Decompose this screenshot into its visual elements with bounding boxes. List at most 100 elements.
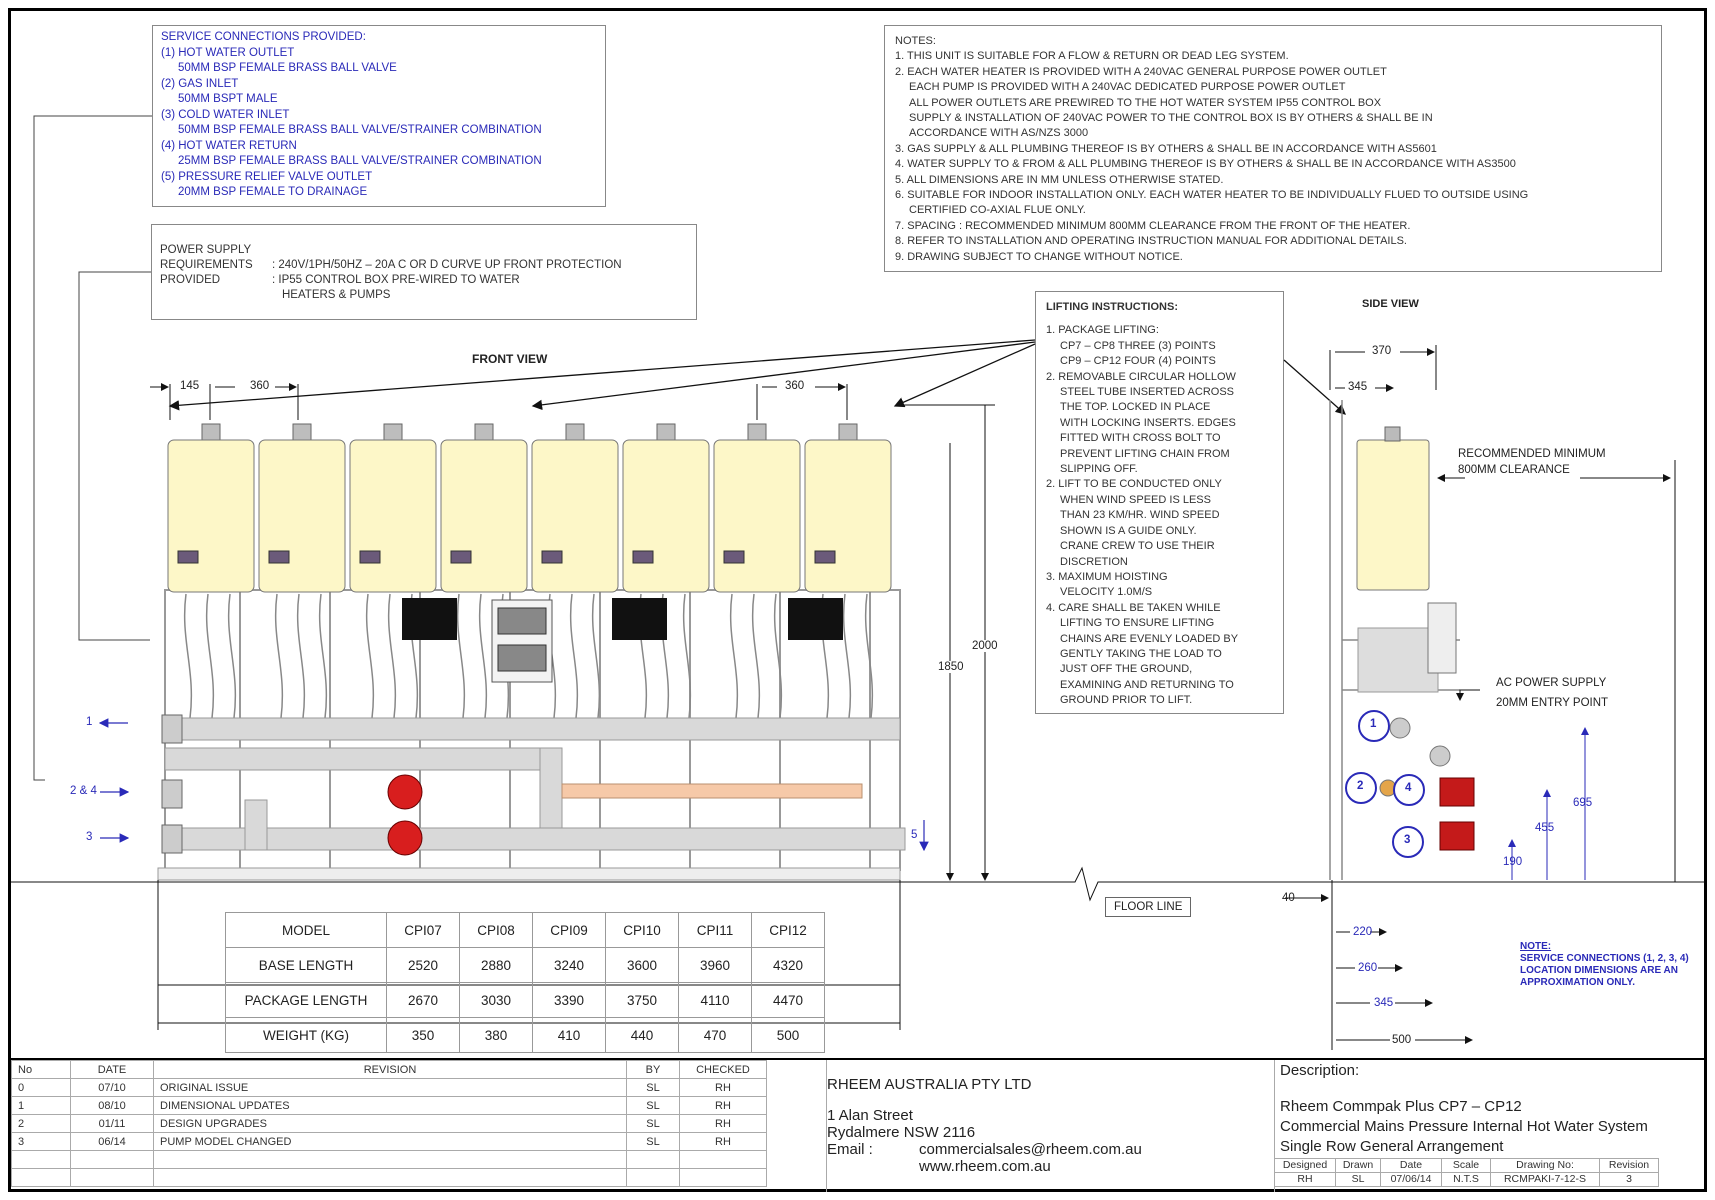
heater-display-panel <box>723 550 745 564</box>
connection-3-label: 3 <box>86 831 93 843</box>
dim-40-label: 40 <box>1282 892 1295 904</box>
revision-cell: ORIGINAL ISSUE <box>153 1078 627 1097</box>
side-note-line: APPROXIMATION ONLY. <box>1520 977 1636 988</box>
heater-connection-pipe <box>682 593 692 719</box>
revision-cell: 01/11 <box>70 1114 154 1133</box>
side-connection-4-label: 4 <box>1405 782 1412 794</box>
meta-cell: SL <box>1335 1172 1381 1187</box>
note-line: 3. GAS SUPPLY & ALL PLUMBING THEREOF IS … <box>895 142 1437 155</box>
revision-header-row: No DATE REVISION BY CHECKED <box>11 1060 767 1079</box>
table-row: PACKAGE LENGTH 2670 3030 3390 3750 4110 … <box>225 982 825 1018</box>
note-line: 2. EACH WATER HEATER IS PROVIDED WITH A … <box>895 65 1387 78</box>
service-item-detail: 50MM BSP FEMALE BRASS BALL VALVE <box>178 62 397 74</box>
power-supply-title: POWER SUPPLY <box>160 244 252 256</box>
lifting-line: GENTLY TAKING THE LOAD TO <box>1060 647 1222 660</box>
pumps <box>387 774 423 856</box>
spec-cell: 470 <box>678 1017 752 1053</box>
lifting-line: JUST OFF THE GROUND, <box>1060 663 1193 676</box>
revision-cell: SL <box>626 1096 680 1115</box>
ac-power-label-2: 20MM ENTRY POINT <box>1496 697 1609 709</box>
lifting-line: CRANE CREW TO USE THEIR <box>1060 540 1215 553</box>
spec-header-cell: MODEL <box>225 912 387 948</box>
spec-cell: 440 <box>605 1017 679 1053</box>
company-name: RHEEM AUSTRALIA PTY LTD <box>827 1076 1032 1093</box>
model-spec-table: MODEL CPI07 CPI08 CPI09 CPI10 CPI11 CPI1… <box>225 912 825 1053</box>
leader-lines <box>33 115 152 781</box>
power-req-value: : 240V/1PH/50HZ – 20A C OR D CURVE UP FR… <box>272 259 622 271</box>
spec-cell: 500 <box>751 1017 825 1053</box>
heater-flue <box>292 423 312 441</box>
note-line: ACCORDANCE WITH AS/NZS 3000 <box>909 127 1089 140</box>
meta-header-cell: Drawn <box>1335 1158 1381 1173</box>
revision-header-cell: No <box>11 1060 71 1079</box>
heater-flue <box>474 423 494 441</box>
meta-cell: RH <box>1274 1172 1336 1187</box>
side-note: NOTE: SERVICE CONNECTIONS (1, 2, 3, 4) L… <box>1520 941 1689 989</box>
spec-cell: 3240 <box>532 947 606 983</box>
control-box-black <box>612 598 667 640</box>
lifting-line: VELOCITY 1.0M/S <box>1060 586 1153 599</box>
revision-header-cell: REVISION <box>153 1060 627 1079</box>
lifting-leader-lines <box>168 339 1346 415</box>
note-line: 4. WATER SUPPLY TO & FROM & ALL PLUMBING… <box>895 158 1516 171</box>
heater-connection-pipe <box>296 593 306 719</box>
revision-cell: 08/10 <box>70 1096 154 1115</box>
revision-cell: SL <box>626 1114 680 1133</box>
heater-flue <box>747 423 767 441</box>
lifting-line: LIFTING TO ENSURE LIFTING <box>1060 617 1215 630</box>
revision-cell: RH <box>679 1096 767 1115</box>
side-connection-1-label: 1 <box>1370 718 1377 730</box>
spec-cell: 4470 <box>751 982 825 1018</box>
spec-header-cell: CPI07 <box>386 912 460 948</box>
pipework <box>164 717 906 851</box>
spec-cell: 3960 <box>678 947 752 983</box>
side-pump <box>1439 777 1475 807</box>
note-line: 7. SPACING : RECOMMENDED MINIMUM 800MM C… <box>895 219 1411 232</box>
side-frame-panel <box>1357 627 1439 693</box>
water-heater <box>531 439 619 593</box>
heater-connection-pipe <box>318 593 328 719</box>
lifting-line: DISCRETION <box>1060 555 1128 568</box>
note-line: 1. THIS UNIT IS SUITABLE FOR A FLOW & RE… <box>895 50 1289 63</box>
dim-345b-label: 345 <box>1374 997 1394 1009</box>
note-line: ALL POWER OUTLETS ARE PREWIRED TO THE HO… <box>909 96 1382 109</box>
spec-cell: 2880 <box>459 947 533 983</box>
heater-connection-pipe <box>729 593 739 719</box>
note-line: 5. ALL DIMENSIONS ARE IN MM UNLESS OTHER… <box>895 173 1224 186</box>
revision-cell: 3 <box>11 1132 71 1151</box>
water-heaters <box>167 423 892 719</box>
water-heater <box>622 439 710 593</box>
revision-cell: DIMENSIONAL UPDATES <box>153 1096 627 1115</box>
table-row: 2 01/11 DESIGN UPGRADES SL RH <box>11 1114 767 1133</box>
spec-cell: WEIGHT (KG) <box>225 1017 387 1053</box>
meta-header-cell: Designed <box>1274 1158 1336 1173</box>
heater-display-panel <box>450 550 472 564</box>
lifting-line: WHEN WIND SPEED IS LESS <box>1060 493 1211 506</box>
heater-flue <box>656 423 676 441</box>
side-control-box <box>1427 602 1457 674</box>
lifting-title: LIFTING INSTRUCTIONS: <box>1046 301 1178 313</box>
spec-header-cell: CPI08 <box>459 912 533 948</box>
table-row <box>11 1168 767 1187</box>
meta-cell: RCMPAKI-7-12-S <box>1490 1172 1600 1187</box>
company-website: www.rheem.com.au <box>919 1158 1051 1175</box>
heater-connection-pipe <box>274 593 284 719</box>
revision-header-cell: CHECKED <box>679 1060 767 1079</box>
spec-cell: BASE LENGTH <box>225 947 387 983</box>
control-box-black <box>788 598 843 640</box>
dim-1850-label: 1850 <box>938 661 964 673</box>
lifting-line: EXAMINING AND RETURNING TO <box>1060 678 1234 691</box>
drawing-meta-table: Designed Drawn Date Scale Drawing No: Re… <box>1274 1158 1659 1187</box>
revision-table: No DATE REVISION BY CHECKED 0 07/10 ORIG… <box>11 1060 767 1187</box>
power-prov-key: PROVIDED <box>160 274 221 286</box>
side-connection-marker <box>1393 774 1425 806</box>
table-row <box>11 1150 767 1169</box>
heater-connection-pipe <box>205 593 215 719</box>
service-item-label: (2) GAS INLET <box>161 77 239 90</box>
revision-header-cell: BY <box>626 1060 680 1079</box>
spec-header-cell: CPI11 <box>678 912 752 948</box>
heater-connection-pipe <box>227 593 237 719</box>
revision-cell: PUMP MODEL CHANGED <box>153 1132 627 1151</box>
lifting-line: 1. PACKAGE LIFTING: <box>1046 324 1159 337</box>
dim-145-label: 145 <box>180 380 200 392</box>
